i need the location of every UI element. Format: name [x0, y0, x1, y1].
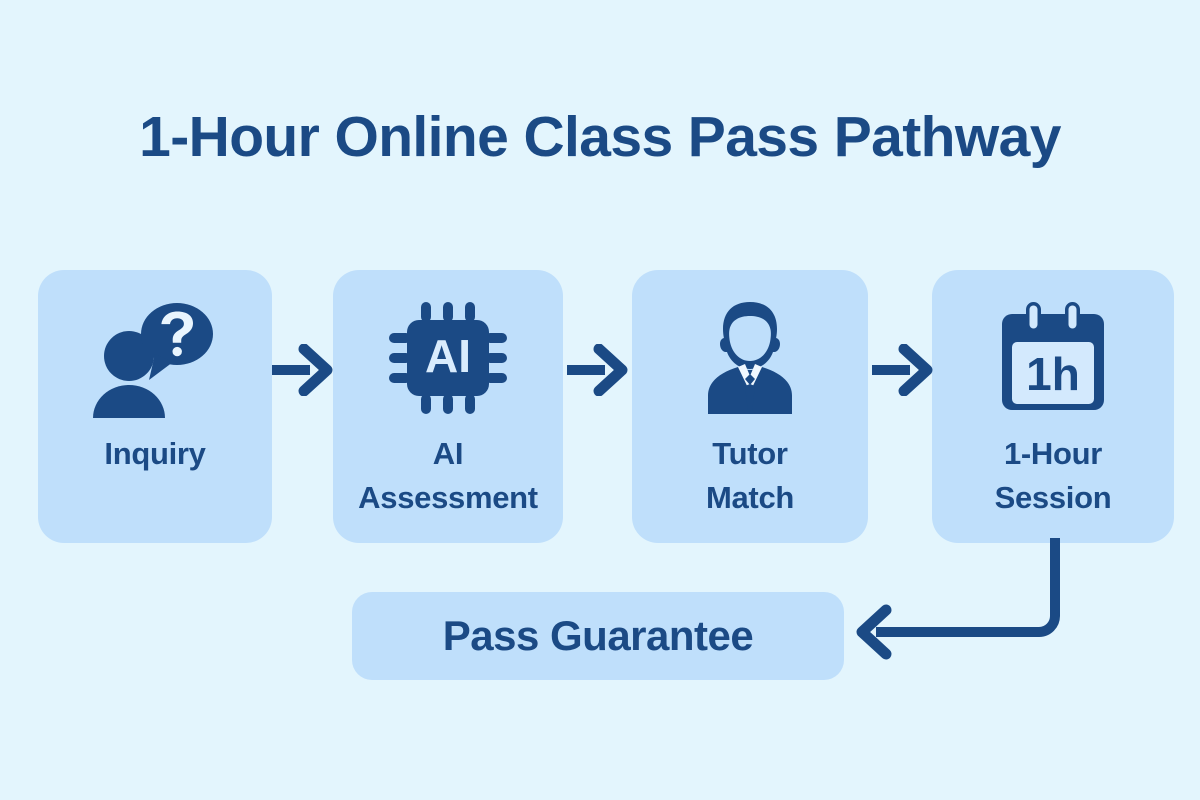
step-label-tutor-match: Tutor Match: [706, 432, 794, 520]
person-question-icon: [89, 298, 221, 418]
arrow-session-to-guarantee-icon: [840, 538, 1090, 668]
calendar-icon-text: 1h: [1026, 348, 1080, 400]
arrow-tutor-to-session-icon: [872, 343, 934, 397]
step-label-line2: Session: [994, 480, 1112, 516]
step-label-one-hour-session: 1-Hour Session: [995, 432, 1112, 520]
step-label-inquiry: Inquiry: [104, 432, 206, 476]
step-card-ai-assessment[interactable]: AI AI Assessment: [333, 270, 563, 543]
step-label-line2: Assessment: [358, 480, 538, 516]
pass-guarantee-label: Pass Guarantee: [442, 612, 754, 659]
arrow-inquiry-to-ai-icon: [272, 343, 334, 397]
ai-chip-icon: AI: [385, 298, 511, 418]
step-label-line1: 1-Hour: [1003, 436, 1103, 471]
step-card-tutor-match[interactable]: Tutor Match: [632, 270, 868, 543]
step-label-line1: Tutor: [712, 436, 788, 471]
ai-chip-icon-text: AI: [425, 330, 471, 382]
page-title: 1-Hour Online Class Pass Pathway: [139, 105, 1061, 169]
calendar-icon: 1h: [992, 298, 1114, 418]
step-label-line1: Inquiry: [104, 436, 206, 471]
step-label-line2: Match: [705, 480, 795, 516]
arrow-ai-to-tutor-icon: [567, 343, 629, 397]
step-label-line1: AI: [432, 436, 464, 471]
pass-guarantee-banner[interactable]: Pass Guarantee: [352, 592, 844, 680]
step-card-inquiry[interactable]: Inquiry: [38, 270, 272, 543]
step-label-ai-assessment: AI Assessment: [358, 432, 538, 520]
step-card-one-hour-session[interactable]: 1h 1-Hour Session: [932, 270, 1174, 543]
tutor-person-icon: [689, 298, 811, 418]
